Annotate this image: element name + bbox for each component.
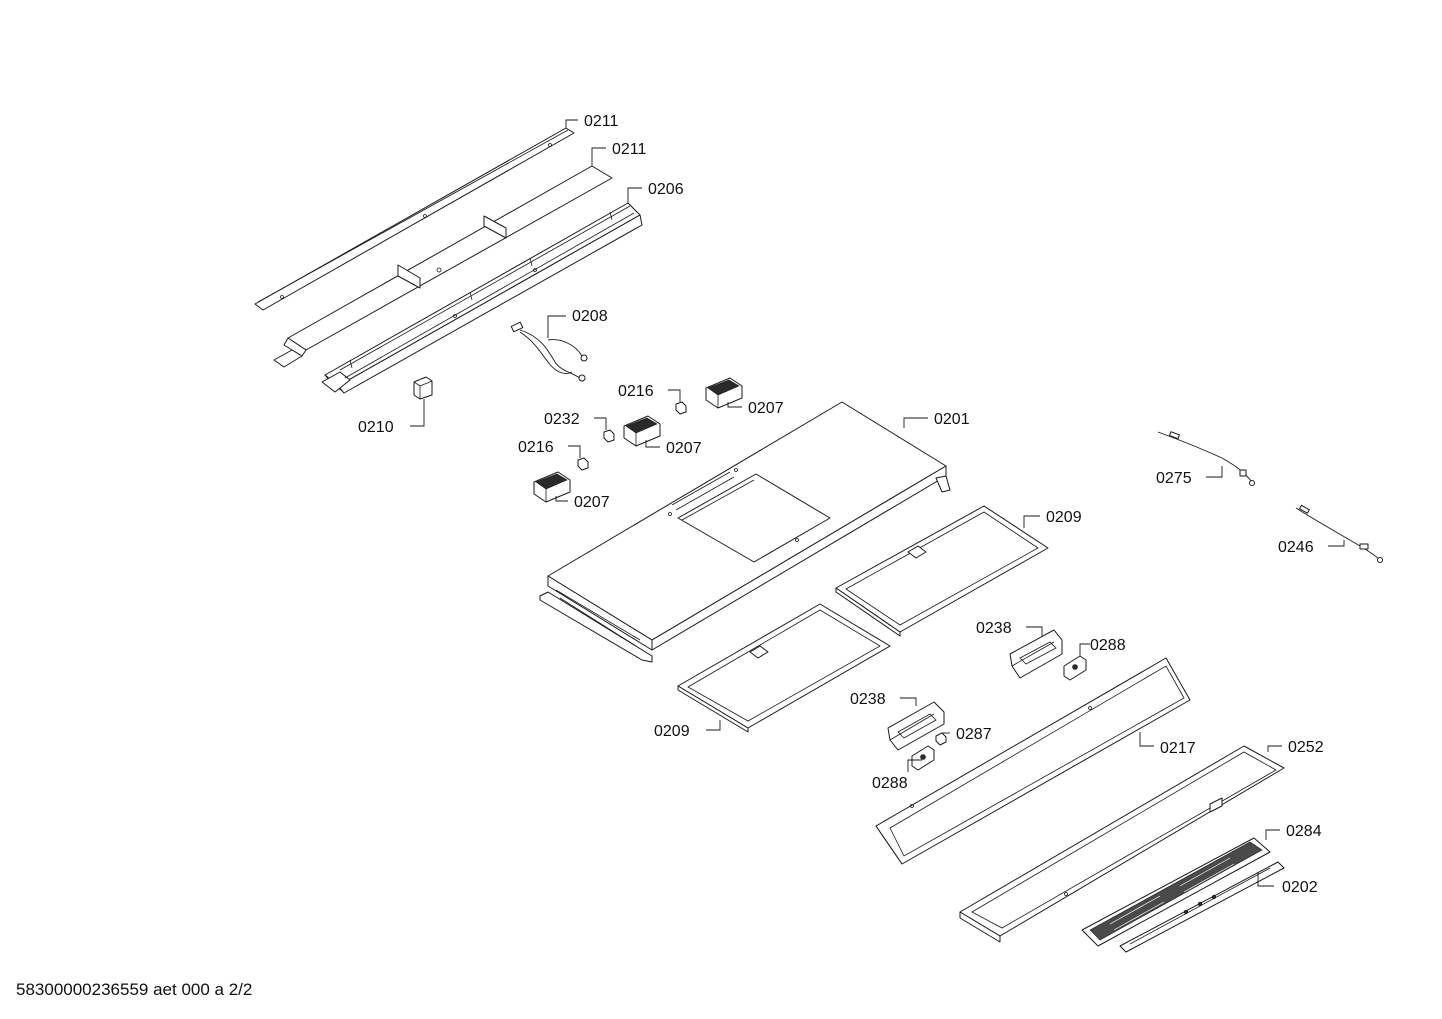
label-0208: 0208 [572,308,608,325]
part-0275-cable [1157,431,1255,486]
part-0207-connector-a [705,377,743,409]
label-0201: 0201 [934,411,970,428]
part-0209-filter-b [677,603,891,733]
part-0209-filter-a [835,505,1049,637]
label-0288-b: 0288 [872,775,908,792]
label-0287: 0287 [956,726,992,743]
label-0211-rail: 0211 [584,113,619,130]
part-0217-trim [875,657,1191,865]
label-0209-a: 0209 [1046,509,1082,526]
leader-lines [410,119,1345,887]
part-0211-rail [254,127,575,311]
part-0208-wire-harness [510,321,588,382]
part-0246-cable [1295,504,1383,563]
label-0288-a: 0288 [1090,637,1126,654]
part-0288-plate-a [1063,655,1087,681]
part-0252-tray [959,745,1285,943]
label-0207-c: 0207 [574,494,610,511]
part-0211-plate [273,165,613,368]
part-0210-clip [413,376,433,400]
label-0275: 0275 [1156,470,1192,487]
part-0238-bracket-a [1009,629,1063,679]
label-0209-b: 0209 [654,723,690,740]
part-0207-connector-c [533,471,571,503]
label-0206: 0206 [648,181,684,198]
part-0288-plate-b [911,745,935,771]
label-0207-a: 0207 [748,400,784,417]
part-0216-clip-b [577,457,589,471]
label-0217: 0217 [1160,740,1196,757]
label-0202: 0202 [1282,879,1318,896]
part-0287-nut [935,732,947,746]
part-0206-channel [321,202,643,394]
part-0202-strip [1119,861,1285,953]
label-0238-a: 0238 [976,620,1012,637]
label-0216-a: 0216 [618,383,654,400]
label-0238-b: 0238 [850,691,886,708]
label-0207-b: 0207 [666,440,702,457]
label-0284: 0284 [1286,823,1322,840]
part-0207-connector-b [623,415,661,447]
part-0284-control-board [1081,837,1271,947]
label-0246: 0246 [1278,539,1314,556]
part-0232-clip [603,429,615,443]
part-0216-clip-a [675,401,687,415]
label-0216-b: 0216 [518,439,554,456]
label-0232: 0232 [544,411,580,428]
part-0201-housing [539,401,951,663]
label-0252: 0252 [1288,739,1324,756]
part-labels: 0211 0211 0206 0208 0210 0216 0207 0232 … [358,113,1324,896]
document-footer-id: 58300000236559 aet 000 a 2/2 [16,980,253,999]
label-0211-plate: 0211 [612,141,647,158]
label-0210: 0210 [358,419,394,436]
part-0238-bracket-b [887,701,945,751]
